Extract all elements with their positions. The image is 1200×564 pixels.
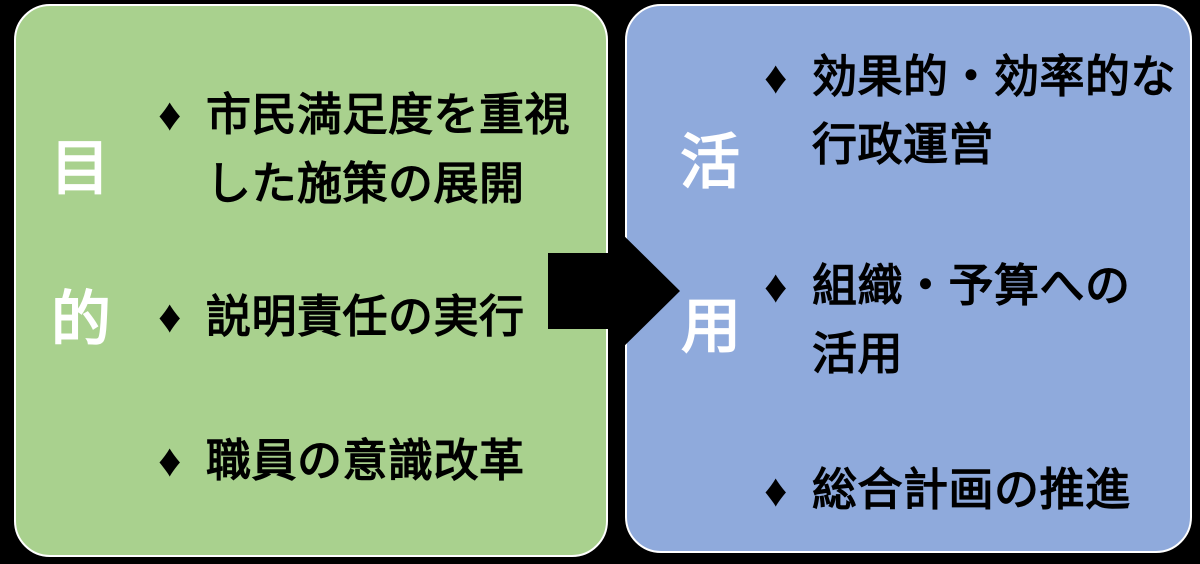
purpose-item-2-text: 説明責任の実行 (206, 291, 525, 342)
diamond-bullet-icon: ♦ (764, 464, 788, 516)
utilization-item-3: ♦ 総合計画の推進 (764, 456, 1131, 524)
purpose-panel (14, 4, 608, 557)
diamond-bullet-icon: ♦ (158, 88, 182, 140)
utilization-panel (625, 4, 1192, 553)
diamond-bullet-icon: ♦ (158, 290, 182, 342)
utilization-item-1: ♦ 効果的・効率的な 行政運営 (764, 43, 1176, 179)
diamond-bullet-icon: ♦ (764, 260, 788, 312)
purpose-label-char-2: 的 (51, 286, 111, 353)
utilization-item-1-text: 効果的・効率的な 行政運営 (812, 51, 1177, 170)
utilization-item-2: ♦ 組織・予算への 活用 (764, 252, 1131, 388)
purpose-item-2: ♦ 説明責任の実行 (158, 282, 525, 351)
utilization-label-char-2: 用 (681, 293, 741, 360)
diamond-bullet-icon: ♦ (764, 51, 788, 103)
utilization-label-char-1: 活 (680, 129, 740, 196)
utilization-item-2-text: 組織・予算への 活用 (812, 260, 1131, 379)
purpose-item-3-text: 職員の意識改革 (206, 435, 525, 486)
diamond-bullet-icon: ♦ (158, 434, 182, 486)
utilization-item-3-text: 総合計画の推進 (812, 464, 1131, 515)
purpose-item-3: ♦ 職員の意識改革 (158, 426, 525, 495)
purpose-item-1: ♦ 市民満足度を重視 した施策の展開 (158, 80, 570, 218)
purpose-item-1-text: 市民満足度を重視 した施策の展開 (206, 89, 571, 209)
purpose-label-char-1: 目 (50, 135, 110, 202)
